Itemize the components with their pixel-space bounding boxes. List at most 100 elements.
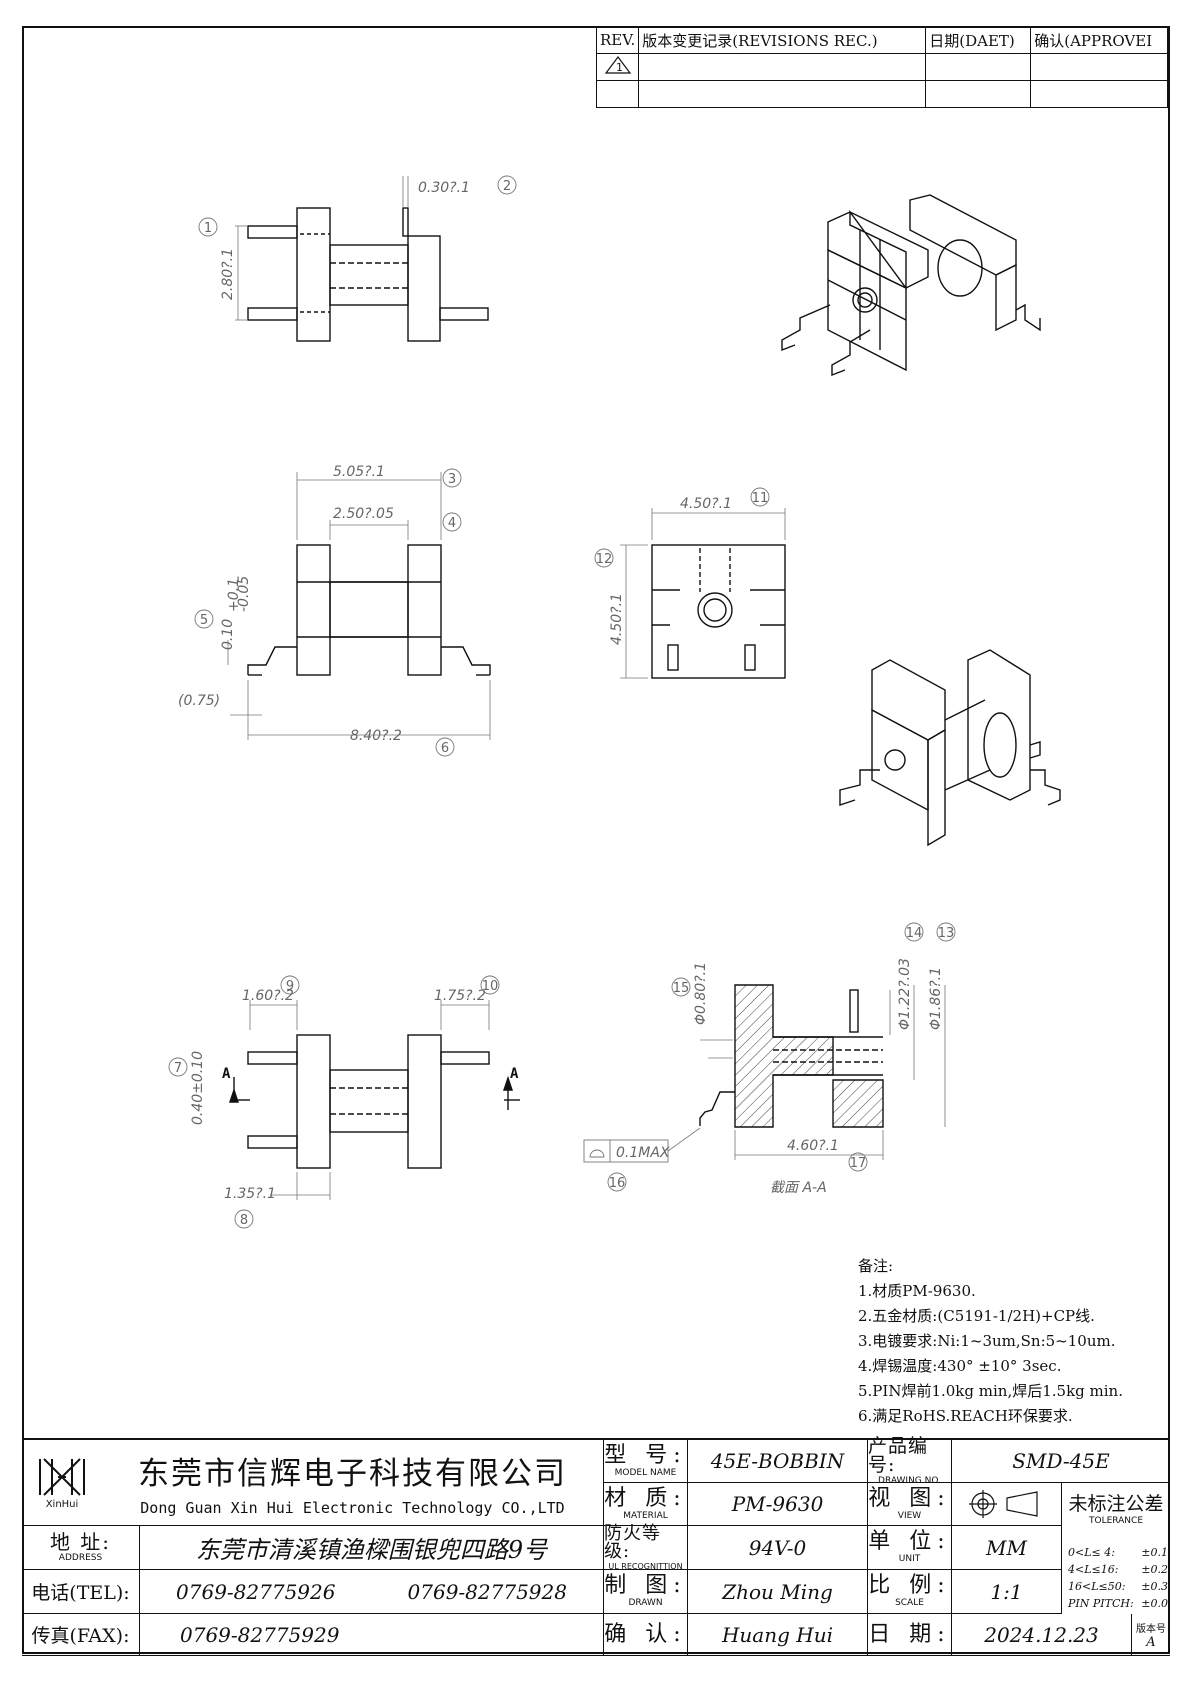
note-item: 4.焊锡温度:430° ±10° 3sec.: [858, 1357, 1062, 1375]
first-angle-projection-icon: [968, 1490, 1038, 1518]
tolerance-title: 未标注公差: [1068, 1493, 1164, 1515]
side-view: [620, 508, 786, 679]
balloon-8: 8: [240, 1213, 248, 1228]
version-value: A: [1146, 1634, 1156, 1650]
fax-cell: 0769-82775929: [140, 1614, 604, 1656]
balloon-11: 11: [752, 491, 769, 506]
fire-label-cell: 防火等级: UL RECOGNITTION: [604, 1524, 688, 1570]
balloon-4: 4: [448, 516, 456, 531]
rev-header-record: 版本变更记录(REVISIONS REC.): [638, 26, 927, 54]
view-label-cell: 视 图: VIEW: [868, 1483, 952, 1526]
front-view: [227, 472, 491, 740]
tolerance-row: PIN PITCH:±0.0: [1068, 1597, 1168, 1610]
section-marker-right: A: [510, 1066, 519, 1082]
fax-value: 0769-82775929: [180, 1622, 340, 1647]
balloon-15: 15: [673, 981, 690, 996]
balloon-9: 9: [286, 979, 294, 994]
balloon-12: 12: [596, 552, 613, 567]
dim-section-d14: Φ1.22?.03: [897, 958, 913, 1030]
balloon-13: 13: [938, 926, 955, 941]
dim-front-d3: 5.05?.1: [333, 464, 385, 480]
rev-cell: [1030, 80, 1169, 108]
dim-section-d13: Φ1.86?.1: [928, 967, 944, 1030]
rev-cell: [638, 80, 927, 108]
scale-value: 1:1: [952, 1570, 1062, 1614]
check-value: Huang Hui: [688, 1614, 868, 1656]
balloon-10: 10: [482, 979, 499, 994]
dim-section-d16: 0.1MAX: [616, 1145, 670, 1161]
drawn-value: Zhou Ming: [688, 1570, 868, 1614]
rev-cell: [638, 53, 927, 81]
version-cell: 版本号 A: [1132, 1614, 1170, 1656]
unit-label-cell: 单 位: UNIT: [868, 1526, 952, 1570]
tel-label: 电话(TEL):: [22, 1570, 140, 1614]
dim-section-d15: Φ0.80?.1: [693, 962, 709, 1025]
note-item: 5.PIN焊前1.0kg min,焊后1.5kg min.: [858, 1382, 1123, 1400]
balloon-3: 3: [448, 472, 456, 487]
tolerance-row: 4<L≤16:±0.2: [1068, 1563, 1168, 1576]
drawing-no-value: SMD-45E: [952, 1440, 1170, 1483]
dim-front-d6: (0.75): [178, 693, 220, 709]
top-view: [235, 176, 489, 342]
address-value: 东莞市清溪镇渔樑围银兜四路9号: [140, 1526, 604, 1570]
isometric-view-bottom: [839, 649, 1061, 847]
dim-top-d2: 2.80?.1: [220, 248, 236, 300]
drawing-no-label-cell: 产品编号: DRAWING NO.: [868, 1436, 952, 1485]
logo-text: XinHui: [45, 1499, 79, 1510]
isometric-view-top: [781, 194, 1041, 377]
date-label-cell: 日 期:: [868, 1614, 952, 1656]
dim-bottom-d7: 0.40±0.10: [190, 1051, 206, 1125]
dim-section-d17: 4.60?.1: [787, 1138, 839, 1154]
balloon-17: 17: [850, 1156, 867, 1171]
tel-2: 0769-82775928: [407, 1579, 567, 1604]
scale-label-cell: 比 例: SCALE: [868, 1570, 952, 1614]
fax-label: 传真(FAX):: [22, 1614, 140, 1656]
dim-top-d1: 0.30?.1: [418, 180, 470, 196]
projection-symbol-cell: [952, 1483, 1062, 1526]
tel-1: 0769-82775926: [176, 1579, 336, 1604]
bottom-view: [229, 1000, 520, 1200]
rev-cell: [1030, 53, 1169, 81]
note-item: 6.满足RoHS.REACH环保要求.: [858, 1407, 1073, 1425]
dim-front-d5-tol-upper: +0.1: [226, 578, 242, 612]
revision-table: REV. 版本变更记录(REVISIONS REC.) 日期(DAET) 确认(…: [595, 26, 1169, 108]
revision-triangle-icon: 1: [604, 56, 631, 74]
tel-cell: 0769-82775926 0769-82775928: [140, 1570, 604, 1614]
material-value: PM-9630: [688, 1483, 868, 1526]
balloon-6: 6: [441, 741, 449, 756]
balloon-16: 16: [609, 1176, 626, 1191]
balloon-14: 14: [906, 926, 923, 941]
tolerance-list: 0<L≤ 4:±0.1 4<L≤16:±0.2 16<L≤50:±0.3 PIN…: [1068, 1544, 1168, 1612]
balloon-5: 5: [200, 613, 208, 628]
notes-title: 备注:: [858, 1257, 894, 1275]
tolerance-row: 0<L≤ 4:±0.1: [1068, 1546, 1168, 1559]
company-name-cn: 东莞市信辉电子科技有限公司: [138, 1456, 567, 1492]
note-item: 1.材质PM-9630.: [858, 1282, 976, 1300]
dim-side-d11: 4.50?.1: [680, 496, 732, 512]
material-label-cell: 材 质: MATERIAL: [604, 1483, 688, 1526]
company-logo-icon: [39, 1458, 85, 1496]
svg-text:1: 1: [616, 61, 623, 74]
note-item: 2.五金材质:(C5191-1/2H)+CP线.: [858, 1307, 1095, 1325]
rev-cell: [925, 53, 1032, 81]
section-marker-left: A: [222, 1066, 231, 1082]
note-item: 3.电镀要求:Ni:1~3um,Sn:5~10um.: [858, 1332, 1116, 1350]
notes: 备注: 1.材质PM-9630. 2.五金材质:(C5191-1/2H)+CP线…: [858, 1254, 1123, 1429]
balloon-7: 7: [174, 1061, 182, 1076]
dim-front-d5: 0.10: [220, 619, 236, 650]
rev-cell: [925, 80, 1032, 108]
date-value: 2024.12.23: [952, 1614, 1132, 1656]
model-value: 45E-BOBBIN: [688, 1440, 868, 1483]
dim-front-d7: 8.40?.2: [350, 728, 402, 744]
address-label-cell: 地 址: ADDRESS: [22, 1526, 140, 1570]
dim-bottom-d9: 1.60?.2: [242, 988, 294, 1004]
version-label: 版本号: [1136, 1623, 1166, 1635]
drawn-label-cell: 制 图: DRAWN: [604, 1570, 688, 1614]
section-caption: 截面 A-A: [770, 1180, 827, 1196]
rev-cell: [595, 80, 640, 108]
tolerance-title-en: TOLERANCE: [1088, 1516, 1144, 1526]
dim-front-d4: 2.50?.05: [333, 506, 394, 522]
dim-bottom-d8: 1.35?.1: [224, 1186, 276, 1202]
balloon-2: 2: [503, 179, 511, 194]
tolerance-row: 16<L≤50:±0.3: [1068, 1580, 1168, 1593]
